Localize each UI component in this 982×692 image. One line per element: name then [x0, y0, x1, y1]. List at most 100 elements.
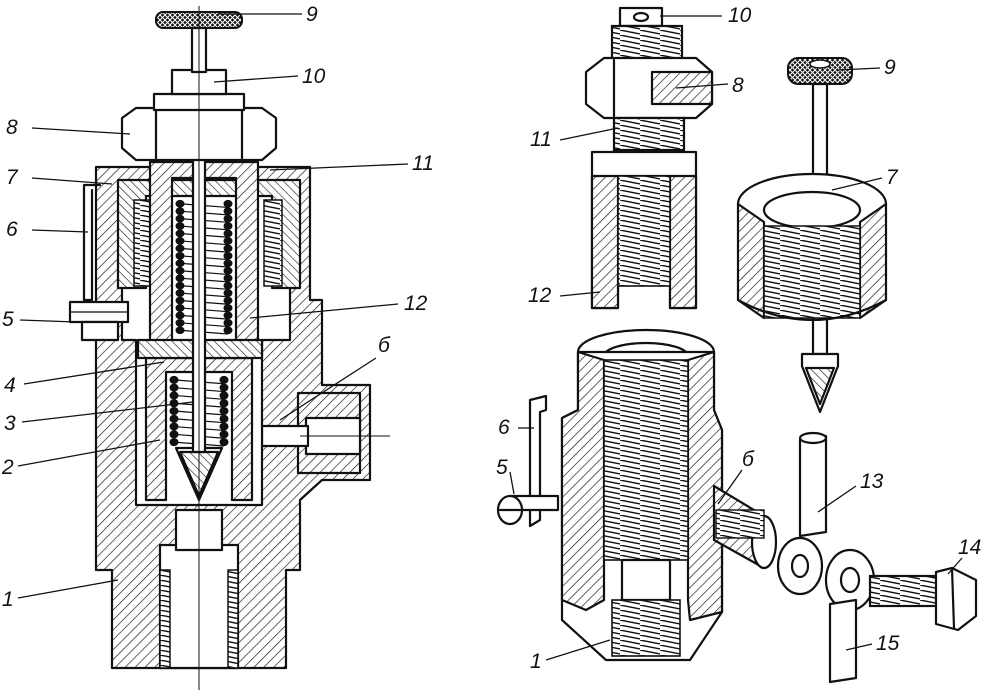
- leader-15-right: [845, 643, 873, 651]
- part-11-thread: [612, 116, 686, 152]
- lower-spring-coil: [219, 430, 229, 439]
- label-9-right: 9: [884, 56, 896, 79]
- part-12-sleeve: [590, 150, 698, 310]
- label-3-left: 3: [4, 412, 16, 435]
- lower-spring-coil: [219, 391, 229, 400]
- callout-labels: 9 10 8 7 11 6 5 12 4 б 3 2 1 10 8 11 9 7…: [1, 3, 981, 673]
- leader-b-right: [717, 469, 743, 505]
- upper-spring-coil: [223, 274, 233, 283]
- upper-spring-coil: [223, 229, 233, 238]
- upper-spring-coil: [223, 289, 233, 297]
- label-14-right: 14: [958, 536, 981, 559]
- plunger-housing: [144, 356, 254, 502]
- label-1-left: 1: [2, 588, 14, 611]
- part-12-inner-thread: [617, 175, 671, 287]
- part-1-inlet-thread: [611, 599, 681, 657]
- part-1-body: [560, 328, 778, 662]
- leader-b-left: [279, 357, 377, 421]
- leader-9-right: [837, 67, 881, 71]
- upper-spring-coil: [223, 237, 233, 245]
- label-12-left: 12: [404, 292, 428, 315]
- leader-12-right: [559, 291, 601, 297]
- upper-spring-coil: [223, 266, 233, 275]
- leader-lines: [17, 13, 963, 661]
- part-13-pipe: [798, 434, 828, 538]
- part-1-throat: [620, 558, 672, 602]
- label-9-left: 9: [306, 3, 318, 26]
- upper-spring-coil: [223, 304, 233, 312]
- screw-5-head: [80, 320, 120, 342]
- leader-12-left: [249, 303, 399, 319]
- indicator-6: [82, 183, 102, 302]
- leader-7-right: [831, 177, 883, 191]
- lower-spring-coil: [219, 383, 229, 392]
- upper-spring-coil: [223, 222, 233, 230]
- leader-4-left: [23, 361, 165, 385]
- upper-spring-coil: [223, 259, 233, 268]
- lower-spring-coil: [219, 422, 229, 431]
- part-13-tube: [776, 431, 876, 612]
- leader-13-right: [817, 485, 857, 513]
- label-5-right: 5: [496, 456, 508, 479]
- assembled-valve-section: [68, 6, 390, 690]
- label-6-left: 6: [6, 218, 18, 241]
- label-12-right: 12: [528, 284, 552, 307]
- part-14-head: [934, 566, 978, 632]
- label-11-right: 11: [530, 128, 552, 151]
- part-1-wall-left: [560, 350, 606, 612]
- leader-8-left: [31, 127, 131, 135]
- label-15-right: 15: [876, 632, 900, 655]
- part-14-bolt: [868, 566, 978, 632]
- leader-2-left: [17, 439, 161, 467]
- part-5-screw: [496, 494, 560, 526]
- upper-spring-coil: [223, 326, 233, 335]
- part-7-inner-thread: [763, 225, 861, 319]
- part-7-cap: [736, 172, 888, 321]
- cap-thread: [263, 199, 283, 287]
- leader-11-right: [559, 127, 619, 141]
- part-15-pipe: [828, 598, 858, 684]
- lower-spring-coil: [219, 414, 229, 423]
- inlet-thread-left: [159, 569, 171, 669]
- leader-8-right: [675, 83, 729, 89]
- label-8-left: 8: [6, 116, 18, 139]
- lower-spring-coil: [219, 438, 229, 447]
- lower-spring-coil: [219, 375, 229, 384]
- label-5-left: 5: [2, 308, 14, 331]
- upper-spring-coil: [223, 244, 233, 253]
- lower-spring-coil: [219, 399, 229, 408]
- leader-6-left: [31, 229, 89, 233]
- label-b-right: б: [742, 448, 755, 471]
- label-10-left: 10: [302, 65, 326, 88]
- upper-spring-coil: [223, 318, 233, 327]
- lower-spring-coil: [219, 406, 229, 416]
- part-8-nut: [584, 56, 714, 120]
- label-10-right: 10: [728, 4, 752, 27]
- leader-3-left: [21, 401, 194, 423]
- upper-spring-coil: [223, 214, 233, 223]
- inlet-thread-right: [227, 569, 239, 669]
- label-7-right: 7: [886, 166, 899, 189]
- label-13-right: 13: [860, 470, 884, 493]
- part-1-port-thread: [715, 509, 765, 539]
- label-11-left: 11: [412, 152, 434, 175]
- label-6-right: 6: [498, 416, 510, 439]
- exploded-view: [496, 6, 978, 684]
- leader-1-left: [17, 579, 119, 599]
- part-12-wall-right: [668, 174, 698, 310]
- leader-5-left: [19, 319, 77, 323]
- label-2-left: 2: [1, 456, 14, 479]
- leader-11-left: [269, 163, 409, 171]
- upper-spring-coil: [223, 251, 233, 260]
- leader-7-left: [31, 177, 113, 185]
- leader-14-right: [947, 557, 963, 575]
- upper-spring-coil: [223, 207, 233, 216]
- label-8-right: 8: [732, 74, 744, 97]
- upper-spring-coil: [223, 296, 233, 305]
- label-1-right: 1: [530, 650, 542, 673]
- label-7-left: 7: [6, 166, 19, 189]
- upper-spring-coil: [223, 199, 233, 208]
- leader-10-left: [213, 75, 299, 83]
